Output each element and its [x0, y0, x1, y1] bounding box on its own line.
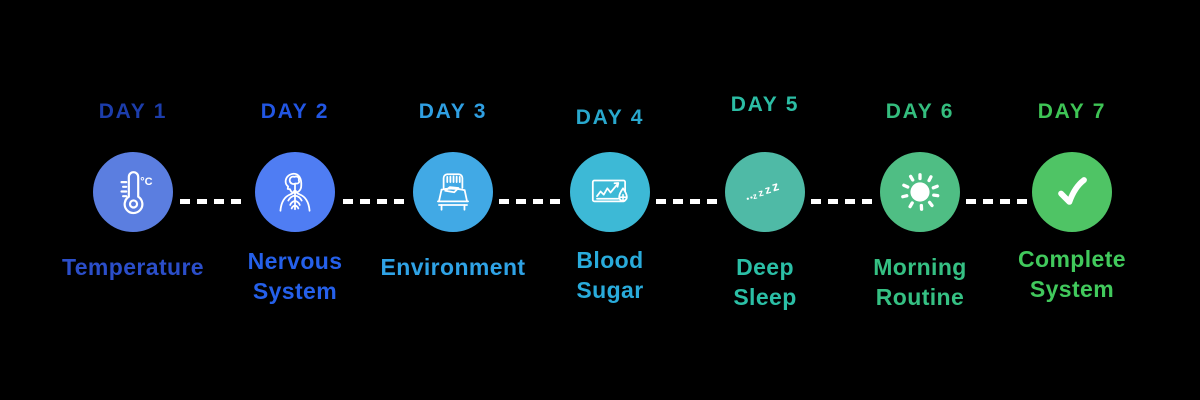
step-circle — [255, 152, 335, 232]
day-heading: DAY 1 — [98, 100, 168, 123]
bed-icon — [437, 173, 469, 211]
day-heading: DAY 2 — [260, 100, 330, 123]
step-label: Morning Routine — [873, 254, 967, 310]
timeline-step-day5: DAY 5 z z z z Deep Sleep — [685, 93, 845, 312]
step-label: Blood Sugar — [576, 247, 644, 303]
day-heading: DAY 7 — [1037, 100, 1107, 123]
step-label: Nervous System — [247, 248, 343, 304]
step-circle — [1032, 152, 1112, 232]
step-circle: z z z z — [725, 152, 805, 232]
step-label: Deep Sleep — [733, 254, 797, 310]
timeline-step-day3: DAY 3 Environment — [373, 95, 533, 282]
day-heading: DAY 6 — [885, 100, 955, 123]
svg-text:z: z — [752, 191, 758, 202]
timeline-step-day6: DAY 6 Morning Routine — [840, 95, 1000, 312]
timeline-step-day4: DAY 4 Blood Sugar — [530, 95, 690, 305]
timeline-step-day2: DAY 2 Nervous System — [215, 95, 375, 306]
step-label: Temperature — [61, 254, 205, 280]
dashed-connector — [499, 199, 564, 204]
timeline-step-day1: DAY 1 °C Temperature — [53, 95, 213, 282]
day-heading: DAY 5 — [730, 93, 800, 116]
dashed-connector — [656, 199, 719, 204]
svg-text:z: z — [764, 184, 773, 197]
step-circle: °C — [93, 152, 173, 232]
thermometer-icon: °C — [120, 171, 153, 215]
dashed-connector — [811, 199, 874, 204]
step-circle — [413, 152, 493, 232]
day-heading: DAY 3 — [418, 100, 488, 123]
timeline-step-day7: DAY 7 Complete System — [992, 95, 1152, 304]
check-icon — [1058, 177, 1087, 205]
step-label: Complete System — [1018, 246, 1126, 302]
step-label: Environment — [380, 254, 526, 280]
dashed-connector — [180, 199, 247, 204]
dashed-connector — [343, 199, 407, 204]
step-circle — [570, 152, 650, 232]
step-circle — [880, 152, 960, 232]
day-heading: DAY 4 — [575, 106, 645, 129]
blood-sugar-chart-icon — [591, 179, 628, 203]
zzzz-sleep-icon: z z z z — [746, 178, 781, 202]
svg-text:z: z — [757, 188, 765, 200]
sun-icon — [901, 173, 940, 211]
svg-text:z: z — [770, 178, 781, 194]
nervous-system-icon — [279, 172, 311, 212]
svg-text:°C: °C — [140, 176, 152, 188]
dashed-connector — [966, 199, 1027, 204]
